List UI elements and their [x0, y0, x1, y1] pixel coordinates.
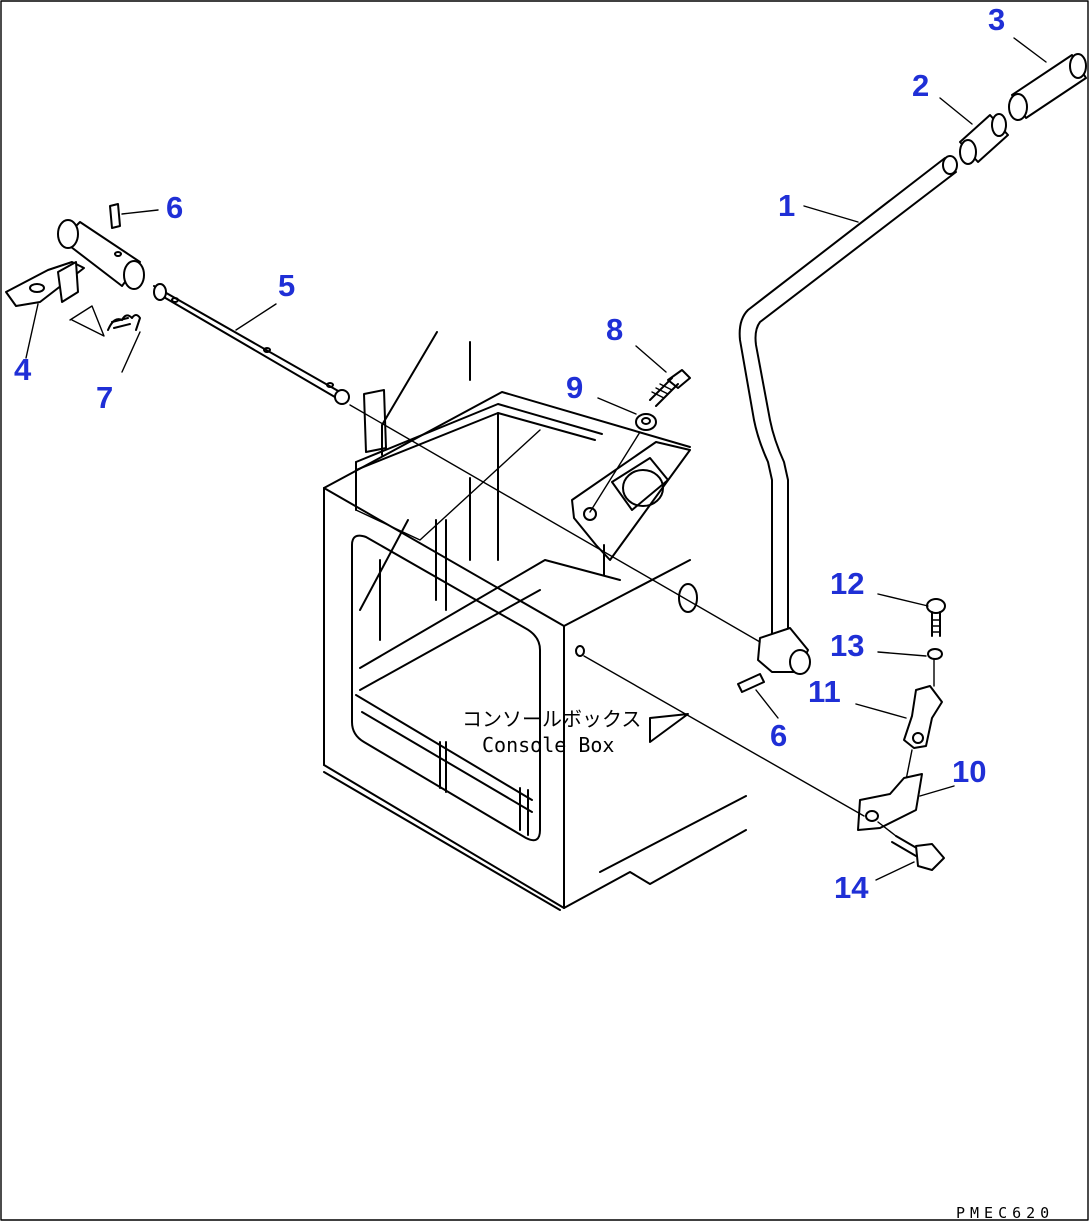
part-bracket [5, 219, 145, 337]
callout-10: 10 [952, 754, 986, 789]
callout-9: 9 [566, 370, 583, 405]
part-stopper-11 [903, 685, 943, 749]
part-shaft [153, 283, 350, 405]
shaft-centerline [349, 404, 761, 643]
plate-bolt-axis [877, 821, 897, 837]
callout-8: 8 [606, 312, 623, 347]
part-pin-upper [109, 203, 121, 229]
part-pin-lower [737, 673, 765, 693]
plate-centerline [583, 655, 865, 817]
callout-3: 3 [988, 2, 1005, 37]
drawing-code: PMEC620 [956, 1204, 1054, 1222]
console-label-jp: コンソールボックス [462, 707, 641, 731]
callout-11: 11 [808, 674, 841, 709]
callout-14: 14 [834, 870, 869, 905]
part-bolt-8 [649, 369, 691, 407]
part-washer-13 [927, 648, 943, 660]
part-bolt-14 [891, 835, 945, 871]
callout-5: 5 [278, 268, 295, 303]
part-sleeve [959, 113, 1009, 165]
callout-6-lower: 6 [770, 718, 787, 753]
washer-ring [678, 583, 698, 613]
part-spring [107, 314, 141, 331]
callout-4: 4 [14, 352, 32, 387]
part-lever [738, 155, 958, 675]
part-grip [1008, 53, 1087, 121]
callout-6-upper: 6 [166, 190, 183, 225]
callout-1: 1 [778, 188, 795, 223]
part-plate-10 [857, 773, 923, 831]
leader-lines [25, 37, 1047, 881]
console-box [323, 331, 747, 911]
callout-7: 7 [96, 380, 113, 415]
bolt-axis [589, 431, 641, 513]
part-nut-9 [635, 413, 657, 431]
callout-13: 13 [830, 628, 864, 663]
part-screw-12 [926, 598, 946, 637]
console-label-en: Console Box [482, 733, 614, 757]
callout-12: 12 [830, 566, 864, 601]
callout-2: 2 [912, 68, 929, 103]
